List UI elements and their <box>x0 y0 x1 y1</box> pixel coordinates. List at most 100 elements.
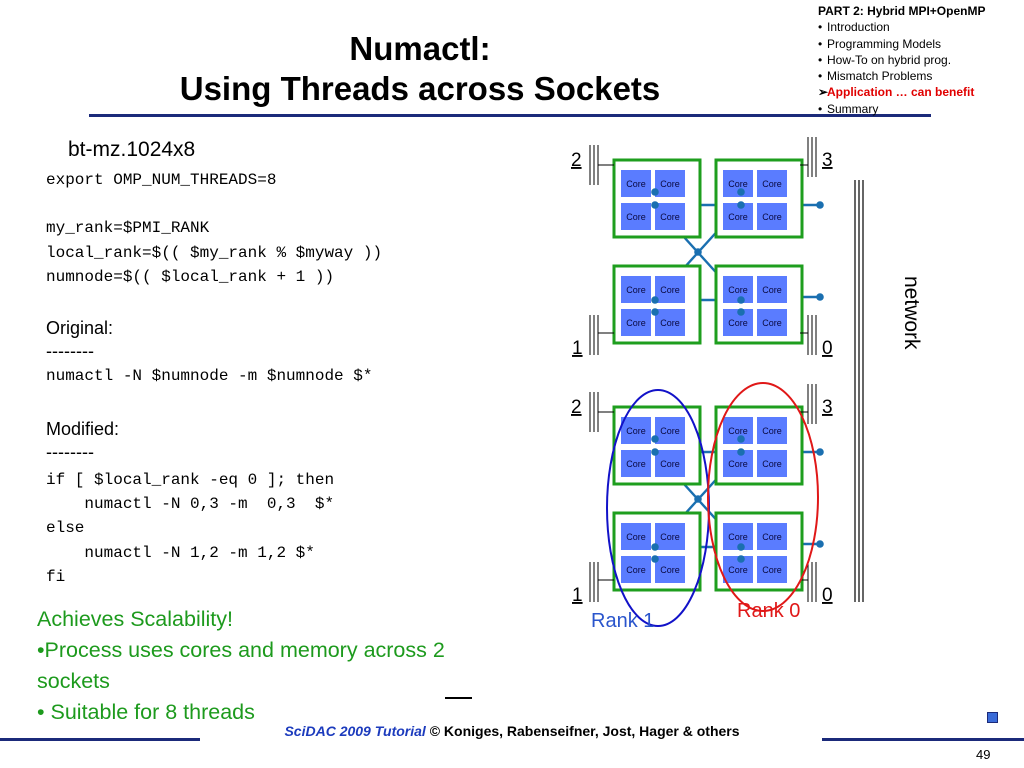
core-label: Core <box>728 179 748 189</box>
link-dot <box>651 448 659 456</box>
footer-rule-right <box>822 738 1024 741</box>
core-block <box>655 203 685 230</box>
socket-number: 3 <box>822 150 833 171</box>
core-label: Core <box>728 285 748 295</box>
core-label: Core <box>660 532 680 542</box>
core-label: Core <box>626 459 646 469</box>
nav-item-3[interactable]: • Mismatch Problems <box>818 68 1023 84</box>
modified-label: Modified: <box>46 419 120 439</box>
result-cores-memory: •Process uses cores and memory across 2 <box>37 638 445 662</box>
nav-item-label: Summary <box>827 101 879 116</box>
core-block <box>621 276 651 303</box>
modified-line-1: numactl -N 0,3 -m 0,3 $* <box>46 495 335 514</box>
nav-item-0[interactable]: • Introduction <box>818 19 1023 35</box>
core-label: Core <box>660 565 680 575</box>
setup-line-2: my_rank=$PMI_RANK <box>46 219 210 238</box>
core-label: Core <box>728 459 748 469</box>
result-sockets: sockets <box>37 669 110 693</box>
core-label: Core <box>660 285 680 295</box>
core-block <box>655 450 685 477</box>
nav-item-label: How-To on hybrid prog. <box>827 52 952 67</box>
core-block <box>621 417 651 444</box>
slide-title-line1: Numactl: <box>349 30 491 67</box>
nav-item-5[interactable]: • Summary <box>818 101 1023 117</box>
rank1-label: Rank 1 <box>591 610 654 632</box>
core-label: Core <box>762 459 782 469</box>
link-dot <box>694 248 702 256</box>
modified-line-3: numactl -N 1,2 -m 1,2 $* <box>46 543 315 562</box>
core-block <box>621 203 651 230</box>
nav-bullet-icon: • <box>818 101 823 116</box>
core-label: Core <box>660 459 680 469</box>
link-dot <box>737 188 745 196</box>
nav-bullet-icon: • <box>818 69 823 84</box>
nav-square-icon[interactable] <box>987 712 998 723</box>
core-label: Core <box>728 212 748 222</box>
footer-authors: © Koniges, Rabenseifner, Jost, Hager & o… <box>425 723 740 739</box>
setup-line-4: numnode=$(( $local_rank + 1 )) <box>46 267 335 286</box>
core-label: Core <box>660 426 680 436</box>
nav-bullet-icon: • <box>818 52 823 67</box>
setup-line-0: export OMP_NUM_THREADS=8 <box>46 171 277 189</box>
link-dot <box>651 543 659 551</box>
core-label: Core <box>728 532 748 542</box>
nav-item-2[interactable]: • How-To on hybrid prog. <box>818 52 1023 68</box>
core-block <box>655 417 685 444</box>
footer-rule-left <box>0 738 200 741</box>
core-block <box>757 417 787 444</box>
socket-number: 0 <box>822 585 833 606</box>
core-label: Core <box>762 532 782 542</box>
core-block <box>621 556 651 583</box>
core-label: Core <box>660 318 680 328</box>
core-block <box>655 523 685 550</box>
nav-item-4[interactable]: ➢Application … can benefit <box>818 84 1023 100</box>
dash-mark <box>445 697 472 699</box>
network-bar <box>854 180 864 602</box>
link-dot <box>737 448 745 456</box>
link-dot <box>651 555 659 563</box>
core-label: Core <box>626 318 646 328</box>
section-nav: PART 2: Hybrid MPI+OpenMP •Introduction•… <box>818 3 1023 117</box>
nav-item-label: Mismatch Problems <box>827 69 933 84</box>
core-block <box>723 450 753 477</box>
core-block <box>621 450 651 477</box>
network-label: network <box>900 276 923 350</box>
original-command: numactl -N $numnode -m $numnode $* <box>46 367 373 385</box>
setup-line-3: local_rank=$(( $my_rank % $myway )) <box>46 243 383 262</box>
nav-bullet-icon: • <box>818 36 823 51</box>
code-setup: export OMP_NUM_THREADS=8 my_rank=$PMI_RA… <box>46 168 382 289</box>
socket-number: 2 <box>571 150 582 171</box>
core-label: Core <box>626 212 646 222</box>
core-label: Core <box>762 179 782 189</box>
link-dot <box>694 495 702 503</box>
nav-item-1[interactable]: •Programming Models <box>818 36 1023 52</box>
core-label: Core <box>626 426 646 436</box>
core-label: Core <box>762 285 782 295</box>
nav-bullet-icon: ➢ <box>818 85 829 100</box>
modified-separator: -------- <box>46 442 94 462</box>
socket-number: 1 <box>572 585 583 606</box>
link-dot <box>737 435 745 443</box>
core-label: Core <box>660 212 680 222</box>
core-label: Core <box>626 179 646 189</box>
link-dot <box>816 448 824 456</box>
nav-item-label: Introduction <box>827 20 890 35</box>
core-label: Core <box>626 532 646 542</box>
original-separator: -------- <box>46 341 94 361</box>
core-block <box>757 450 787 477</box>
link-dot <box>816 540 824 548</box>
core-label: Core <box>728 426 748 436</box>
socket-number: 1 <box>572 338 583 359</box>
core-block <box>723 203 753 230</box>
socket-number: 2 <box>571 397 582 418</box>
core-label: Core <box>728 565 748 575</box>
nav-bullet-icon: • <box>818 20 823 35</box>
result-scalability: Achieves Scalability! <box>37 607 233 631</box>
rank0-label: Rank 0 <box>737 600 800 622</box>
core-block <box>757 170 787 197</box>
core-block <box>621 309 651 336</box>
page-number: 49 <box>976 747 991 762</box>
